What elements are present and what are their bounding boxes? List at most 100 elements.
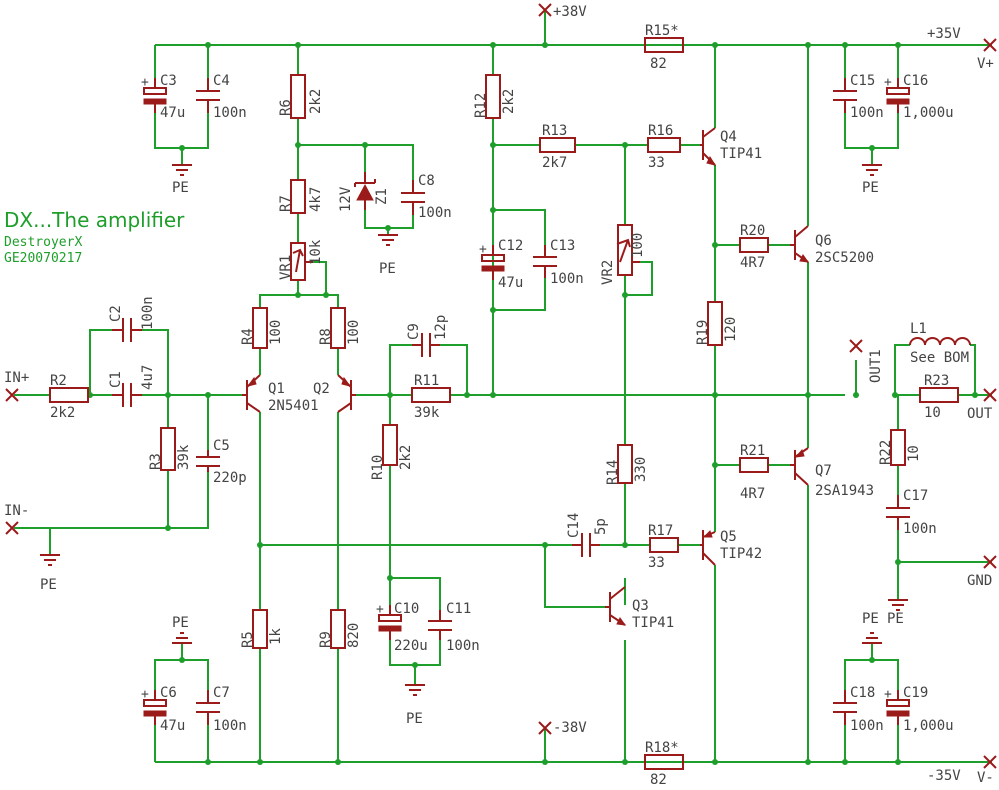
r19-value: 120 [723, 317, 739, 342]
r7-value: 4k7 [308, 187, 324, 212]
c11-value: 100n [446, 638, 480, 654]
c1-value: 4u7 [140, 365, 156, 390]
port-marker-icon [983, 388, 997, 402]
c19-value: 1,000u [903, 718, 954, 734]
port-in-plus: IN+ [4, 370, 29, 386]
r14-value: 330 [633, 457, 649, 482]
r23-name: R23 [924, 373, 949, 389]
r21-value: 4R7 [740, 486, 765, 502]
transistor-q6 [790, 225, 810, 263]
c9-name: C9 [406, 323, 422, 340]
svg-text:+: + [141, 687, 149, 702]
pe-label: PE [887, 611, 904, 627]
c6-name: C6 [160, 685, 177, 701]
pe-label: PE [379, 261, 396, 277]
c13-value: 100n [550, 271, 584, 287]
capacitor-c16: + [884, 75, 910, 113]
capacitor-c3: + [141, 75, 167, 113]
q7-value: 2SA1943 [815, 483, 874, 499]
resistor-r11 [411, 387, 451, 403]
r4-value: 100 [268, 320, 284, 345]
r21-name: R21 [740, 443, 765, 459]
c12-value: 47u [498, 275, 523, 291]
r5-value: 1k [268, 628, 284, 645]
capacitor-c15 [833, 78, 857, 113]
r3-name: R3 [148, 453, 164, 470]
r17-value: 33 [648, 555, 665, 571]
c14-value: 5p [593, 518, 609, 535]
resistor-r14 [617, 444, 633, 484]
resistor-r9 [330, 609, 346, 649]
c15-value: 100n [850, 105, 884, 121]
r22-value: 10 [906, 445, 922, 462]
resistor-r3 [160, 427, 176, 471]
ground-icon [888, 599, 908, 611]
capacitor-c4 [196, 78, 220, 113]
port-vplus: V+ [977, 56, 994, 72]
z1-value: 12V [338, 186, 354, 212]
resistor-r8 [330, 307, 346, 349]
r4-name: R4 [240, 328, 256, 345]
junctions [87, 42, 978, 765]
c17-value: 100n [903, 521, 937, 537]
svg-text:+: + [141, 75, 149, 90]
capacitor-c18 [833, 690, 857, 725]
vr1-name: VR1 [278, 255, 294, 280]
port-marker-icon [849, 339, 863, 353]
c14-name: C14 [566, 513, 582, 538]
l1-value: See BOM [910, 350, 969, 366]
svg-text:+: + [479, 242, 487, 257]
c18-value: 100n [850, 718, 884, 734]
c2-name: C2 [108, 305, 124, 322]
r14-name: R14 [605, 460, 621, 485]
c2-value: 100n [140, 296, 156, 330]
r8-value: 100 [346, 320, 362, 345]
c10-value: 220u [394, 638, 428, 654]
z1-name: Z1 [374, 188, 390, 205]
resistor-r18 [644, 754, 684, 770]
c6-value: 47u [160, 718, 185, 734]
r2-value: 2k2 [50, 405, 75, 421]
pe-label: PE [172, 615, 189, 631]
q4-value: TIP41 [720, 146, 762, 162]
q1-name: Q1 [268, 381, 285, 397]
ground-icon [405, 684, 425, 696]
resistor-r7 [290, 179, 306, 214]
c5-name: C5 [213, 438, 230, 454]
r22-name: R22 [878, 440, 894, 465]
q1-value: 2N5401 [268, 398, 319, 414]
r19-name: R19 [695, 320, 711, 345]
capacitor-c8 [401, 180, 425, 215]
q3-name: Q3 [632, 598, 649, 614]
c4-name: C4 [213, 73, 230, 89]
l1-name: L1 [910, 321, 927, 337]
r15-name: R15* [645, 23, 679, 39]
ground-icon [378, 234, 398, 246]
resistor-r19 [707, 301, 723, 346]
c12-name: C12 [498, 238, 523, 254]
vr1-value: 10k [308, 239, 324, 265]
port-minus38: -38V [553, 720, 587, 736]
capacitor-c10: + [376, 602, 402, 640]
capacitor-c14 [572, 533, 600, 557]
r15-value: 82 [650, 56, 667, 72]
r7-name: R7 [278, 195, 294, 212]
port-marker-icon [983, 555, 997, 569]
port-out1: OUT1 [868, 349, 884, 383]
resistor-r12 [485, 74, 501, 119]
r10-name: R10 [370, 455, 386, 480]
capacitor-c2 [112, 318, 142, 342]
c15-name: C15 [850, 73, 875, 89]
c18-name: C18 [850, 685, 875, 701]
port-marker-icon [983, 38, 997, 52]
port-out: OUT [967, 406, 993, 422]
q5-value: TIP42 [720, 546, 762, 562]
pe-label: PE [172, 180, 189, 196]
r20-name: R20 [740, 223, 765, 239]
port-vminus: V- [977, 770, 994, 786]
r6-value: 2k2 [308, 89, 324, 114]
q2-name: Q2 [313, 381, 330, 397]
pe-label: PE [862, 611, 879, 627]
r11-name: R11 [414, 373, 439, 389]
c1-name: C1 [108, 371, 124, 388]
